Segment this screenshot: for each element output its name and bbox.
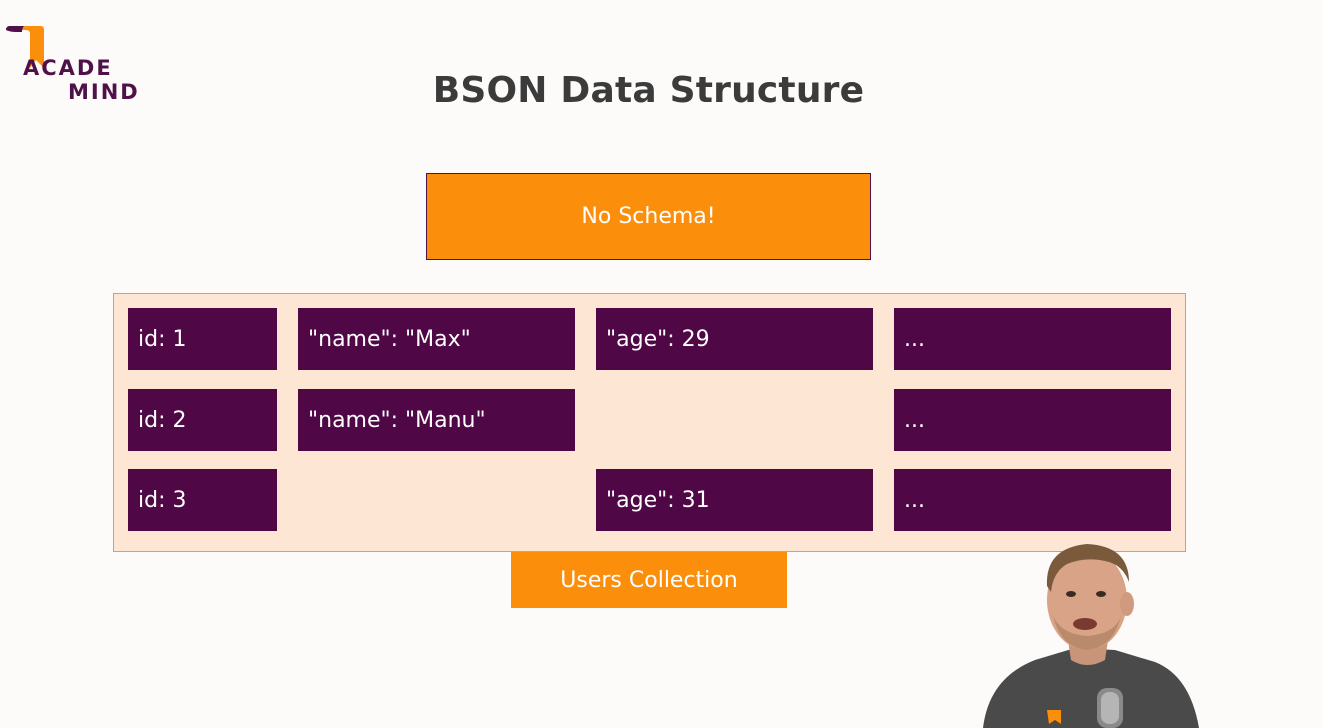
- document-2-id-field: id: 2: [128, 389, 277, 451]
- slide-title: BSON Data Structure: [432, 70, 865, 111]
- presenter-video-overlay: [983, 544, 1199, 728]
- document-1-more-field: ...: [894, 308, 1171, 370]
- document-2-name-field: "name": "Manu": [298, 389, 575, 451]
- no-schema-label: No Schema!: [581, 204, 716, 229]
- logo-text-line-2: MIND: [68, 80, 140, 104]
- bookmark-logo-icon: [6, 26, 44, 68]
- academind-logo: ACADE MIND: [6, 24, 146, 104]
- document-3-id-field: id: 3: [128, 469, 277, 531]
- document-2-more-field: ...: [894, 389, 1171, 451]
- no-schema-callout: No Schema!: [426, 173, 871, 260]
- users-collection-label: Users Collection: [511, 552, 787, 608]
- users-collection-label-text: Users Collection: [560, 567, 738, 593]
- document-3-more-field: ...: [894, 469, 1171, 531]
- document-1-age-field: "age": 29: [596, 308, 873, 370]
- document-1-name-field: "name": "Max": [298, 308, 575, 370]
- logo-text-line-1: ACADE: [23, 56, 113, 80]
- document-3-age-field: "age": 31: [596, 469, 873, 531]
- document-1-id-field: id: 1: [128, 308, 277, 370]
